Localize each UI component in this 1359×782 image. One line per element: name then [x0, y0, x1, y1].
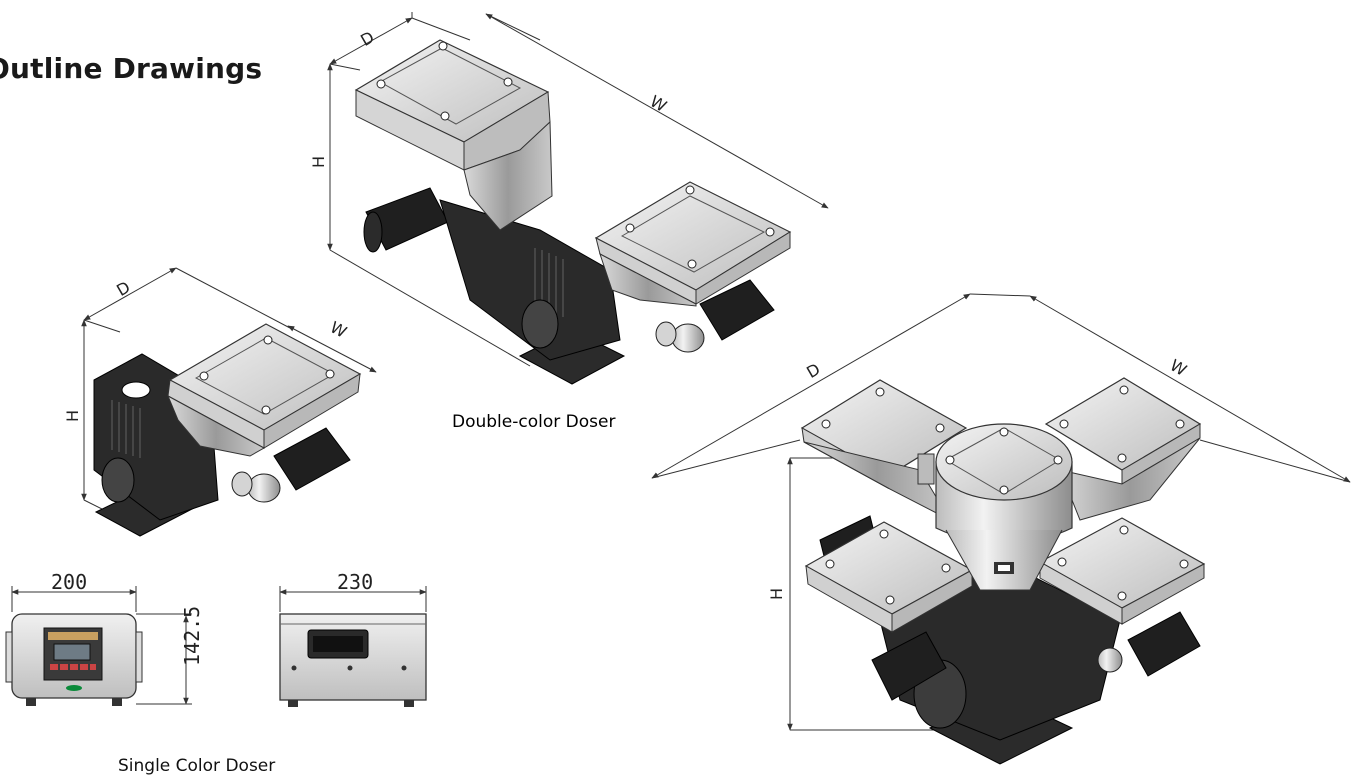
front-height-value: 142.5 [180, 606, 204, 666]
single-color-caption: Single Color Doser [118, 756, 276, 776]
single-color-doser-drawing: D W H [63, 267, 377, 537]
four-left-motor [871, 631, 947, 701]
four-right-coupling [1097, 647, 1123, 673]
single-window [101, 457, 135, 503]
double-width-label: W [647, 91, 670, 115]
single-width-label: W [327, 317, 350, 341]
double-feeder-body [439, 199, 621, 361]
single-motor [231, 427, 351, 503]
page-title: Outline Drawings [0, 52, 263, 85]
double-right-hopper [594, 181, 792, 307]
four-width-label: W [1167, 355, 1190, 379]
double-color-doser-drawing: D W H [309, 12, 829, 385]
four-back-left-hopper [800, 379, 968, 522]
double-left-motor [363, 187, 449, 253]
four-color-doser-drawing: D W H [651, 293, 1351, 765]
four-front-left-hopper [804, 521, 974, 633]
single-side-view: 230 [279, 570, 427, 707]
double-window [521, 299, 559, 349]
double-dimension-lines [327, 12, 829, 367]
single-inlet [121, 381, 151, 399]
four-front-right-hopper [1038, 517, 1206, 625]
single-height-label: H [63, 410, 82, 422]
front-width-value: 200 [51, 570, 87, 594]
double-color-caption: Double-color Doser [452, 412, 615, 432]
single-front-view: 200 142.5 [5, 570, 204, 706]
four-height-label: H [767, 588, 786, 600]
single-fins [111, 400, 141, 458]
double-fins [534, 248, 564, 317]
single-depth-label: D [113, 277, 133, 300]
double-height-label: H [309, 156, 328, 168]
single-hopper [166, 323, 362, 457]
four-right-motor [1127, 611, 1201, 677]
four-back-right-hopper [1044, 377, 1202, 521]
side-width-value: 230 [337, 570, 373, 594]
four-central-mixer [917, 423, 1073, 591]
four-depth-label: D [803, 359, 823, 382]
single-dimension-lines [81, 267, 377, 511]
double-left-hopper [354, 39, 553, 231]
